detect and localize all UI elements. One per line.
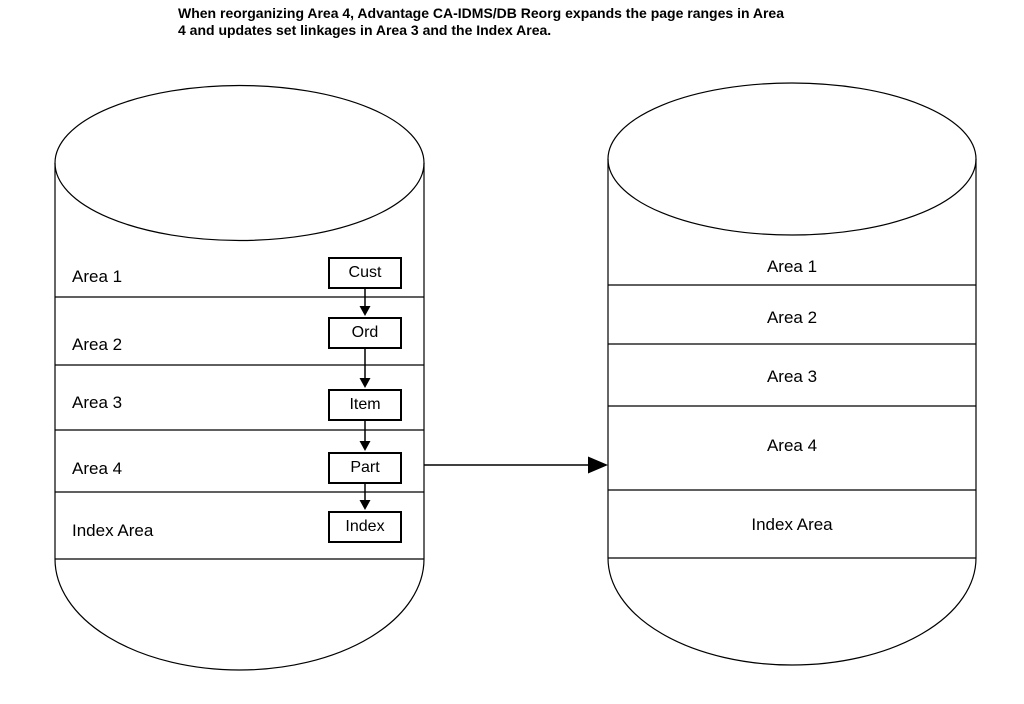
arrowhead-cust-ord [359, 306, 371, 316]
arrowhead-ord-item [359, 378, 371, 388]
caption-line-2: 4 and updates set linkages in Area 3 and… [178, 22, 552, 38]
left-area-2-label: Area 2 [72, 335, 123, 354]
arrowhead-part-index [359, 500, 371, 510]
right-cylinder-dividers [608, 284, 976, 491]
right-area-4-label: Area 4 [766, 436, 818, 455]
record-box-index: Index [328, 511, 402, 543]
right-area-1-label: Area 1 [766, 257, 818, 276]
left-area-1-label: Area 1 [72, 267, 123, 286]
left-area-4-label: Area 4 [72, 459, 123, 478]
reorg-flow-arrow [424, 456, 608, 474]
record-box-ord: Ord [328, 317, 402, 349]
right-index-area-label: Index Area [751, 515, 833, 534]
reorg-flow-arrowhead [588, 456, 608, 474]
right-area-3-label: Area 3 [766, 367, 818, 386]
caption: When reorganizing Area 4, Advantage CA-I… [178, 5, 918, 39]
record-box-item: Item [328, 389, 402, 421]
left-cylinder-dividers [55, 296, 424, 493]
caption-line-1: When reorganizing Area 4, Advantage CA-I… [178, 5, 785, 21]
right-area-2-label: Area 2 [766, 308, 818, 327]
set-linkage-arrows [359, 289, 371, 510]
record-box-part: Part [328, 452, 402, 484]
right-cylinder-outline [607, 82, 977, 666]
left-index-area-label: Index Area [72, 521, 154, 540]
left-area-3-label: Area 3 [72, 393, 123, 412]
left-cylinder-outline [54, 84, 425, 671]
arrowhead-item-part [359, 441, 371, 451]
record-box-cust: Cust [328, 257, 402, 289]
